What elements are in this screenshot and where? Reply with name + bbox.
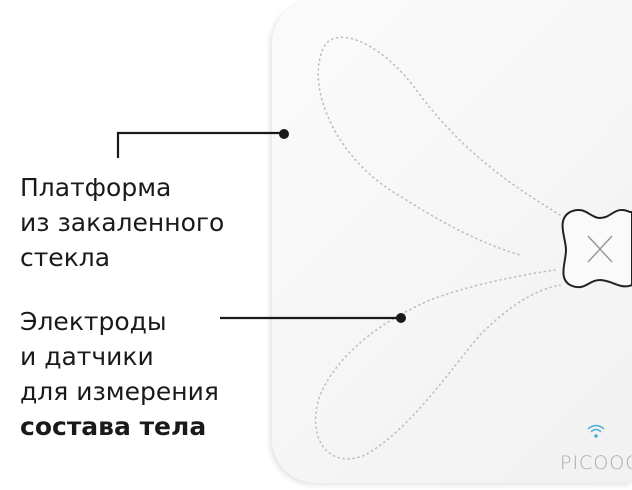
brand-logo: PICOOC xyxy=(560,452,632,474)
label-line: Платформа xyxy=(20,173,172,202)
label-line: Электроды xyxy=(20,307,167,336)
x-icon xyxy=(587,235,613,263)
callout-platform-text: Платформа из закаленного стекла xyxy=(20,170,224,275)
callout-electrodes-text: Электроды и датчики для измерения состав… xyxy=(20,304,219,444)
label-line: для измерения xyxy=(20,377,219,406)
label-line: стекла xyxy=(20,243,111,272)
upper-electrode-outline xyxy=(317,36,561,256)
callout-dot-electrodes xyxy=(396,313,406,323)
callout-dot-platform xyxy=(279,129,289,139)
center-button xyxy=(561,208,632,289)
label-line: и датчики xyxy=(20,342,154,371)
label-line-bold: состава тела xyxy=(20,412,207,441)
lower-electrode-outline xyxy=(314,269,561,460)
wifi-icon xyxy=(587,424,605,438)
callout-line-platform xyxy=(116,131,283,158)
label-line: из закаленного xyxy=(20,208,225,237)
